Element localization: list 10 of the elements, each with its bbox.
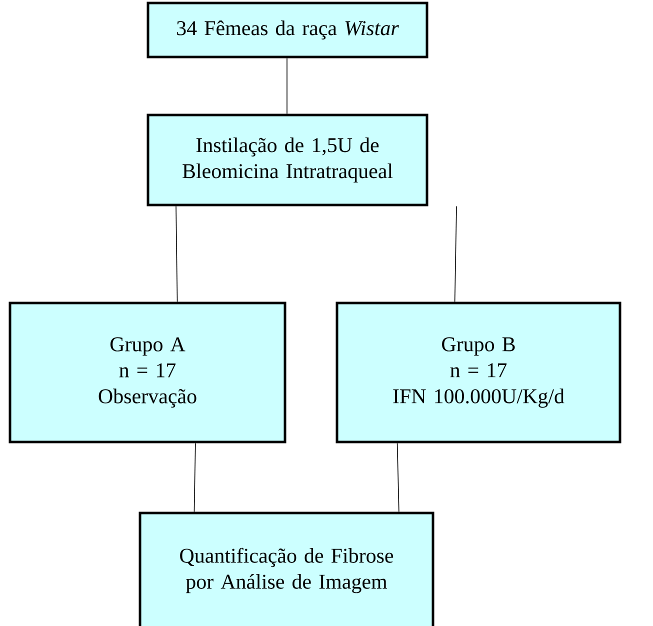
process-box: Quantificação de Fibrose por Análise de Imagem [138, 512, 434, 626]
connector-line [194, 442, 196, 512]
connector-line [396, 442, 400, 512]
process-box: Grupo B n = 17 IFN 100.000U/Kg/d [336, 302, 622, 444]
process-box: Instilação de 1,5U de Bleomicina Intratraqueal [146, 114, 428, 206]
connector-line [286, 58, 288, 114]
process-box: 34 Fêmeas da raça Wistar [146, 2, 428, 58]
connector-line [176, 206, 178, 302]
connector-line [454, 206, 457, 302]
process-box: Grupo A n = 17 Observação [8, 302, 286, 444]
